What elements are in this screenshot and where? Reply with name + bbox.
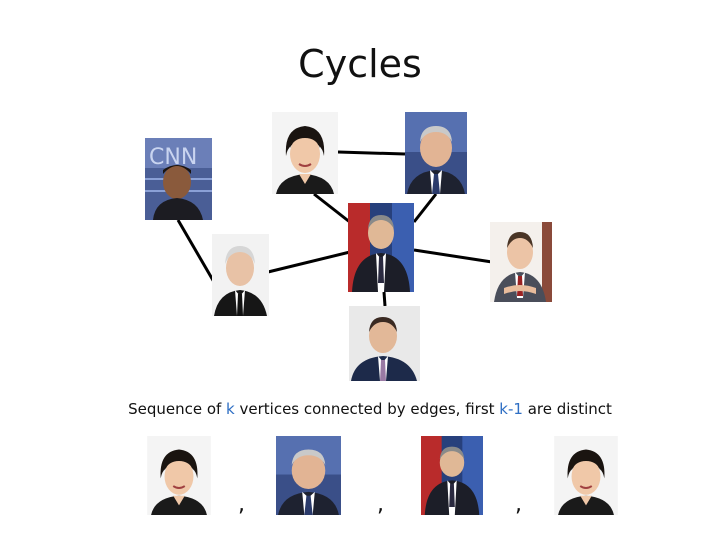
edge-silver-center: [267, 250, 351, 274]
cnn-anchor-photo-icon: CNN: [145, 138, 212, 220]
caption-k: k: [226, 400, 235, 418]
vertex-woman-anchor: [272, 112, 338, 194]
sequence-separator-1: ,: [238, 492, 245, 517]
vertex-morning-host: [490, 222, 552, 302]
vertex-comedy-host: [348, 203, 414, 292]
vertex-cnn-anchor: CNN: [145, 138, 212, 220]
sequence-item-2: [276, 436, 341, 515]
sequence-separator-3: ,: [515, 492, 522, 517]
vertex-news-anchor: [349, 306, 420, 381]
slide-title: Cycles: [298, 42, 422, 86]
sequence-item-1: [146, 436, 212, 515]
cycle-definition-caption: Sequence of k vertices connected by edge…: [0, 400, 720, 418]
sequence-item-4: [553, 436, 619, 515]
edge-woman-suit: [337, 150, 406, 156]
caption-text-middle: vertices connected by edges, first: [234, 400, 500, 418]
vertex-older-anchor: [405, 112, 467, 194]
sequence-separator-2: ,: [377, 492, 384, 517]
caption-k-minus-1: k-1: [499, 400, 523, 418]
caption-text-start: Sequence of: [128, 400, 227, 418]
caption-text-end: are distinct: [522, 400, 612, 418]
edge-suit-center: [412, 193, 438, 223]
sequence-item-3: [421, 436, 483, 515]
edge-center-bottom: [382, 291, 387, 307]
edge-cnn-silver: [176, 219, 216, 283]
vertex-silver-haired-anchor: [212, 234, 269, 316]
edge-center-right: [413, 248, 493, 264]
